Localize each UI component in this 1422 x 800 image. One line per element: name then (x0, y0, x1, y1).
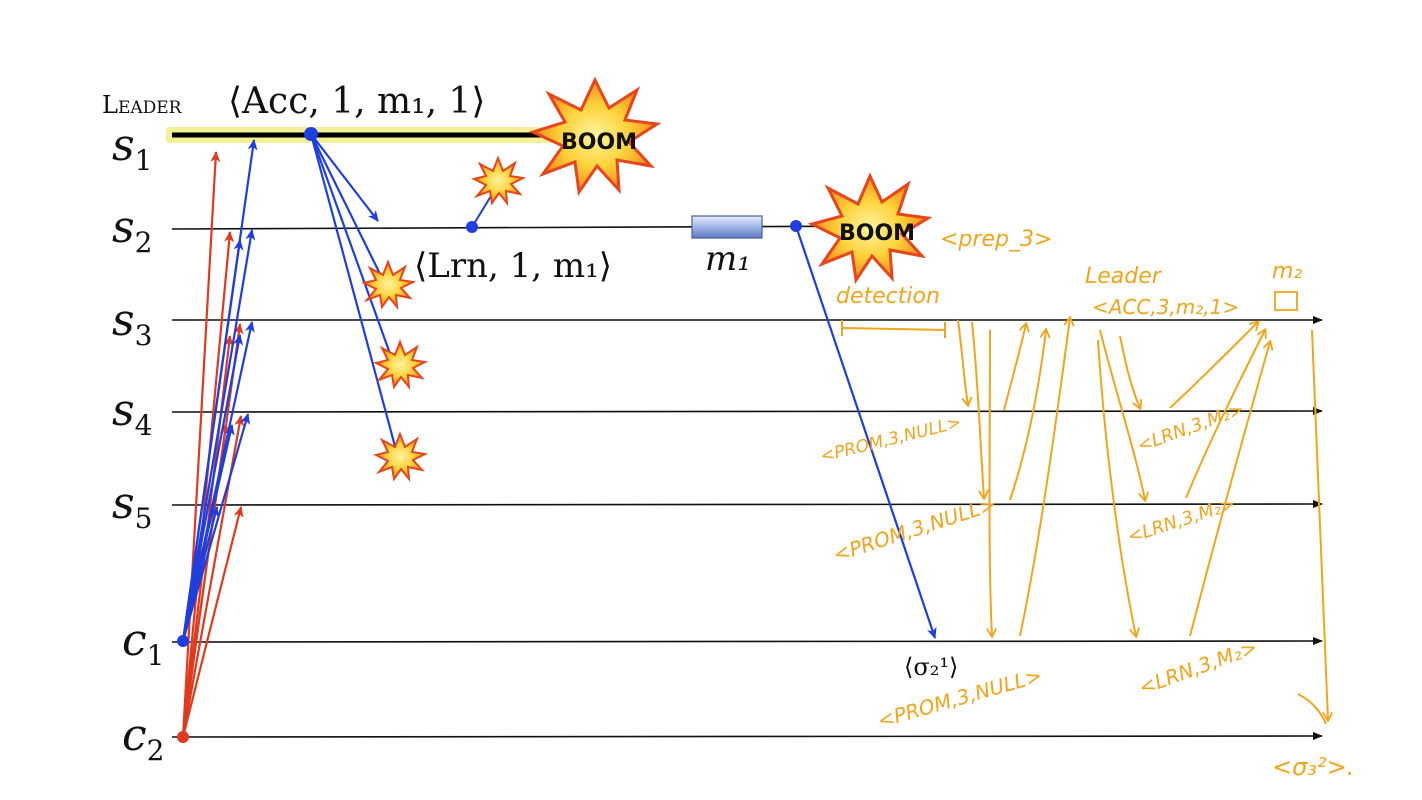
hw-arrow-lrn-s4 (1169, 322, 1258, 409)
label-s5: s5 (112, 478, 152, 535)
timeline-c1 (171, 637, 1323, 646)
boom-text-s2: BOOM (839, 221, 915, 246)
hw-lrn-c1: <LRN,3,M₂> (1136, 635, 1261, 700)
detection-bracket (841, 320, 946, 338)
c1-origin-dot (177, 635, 189, 647)
hw-detection: detection (836, 284, 940, 309)
m1-box (691, 215, 763, 239)
acc-broadcast-arrows (309, 133, 398, 451)
hw-arrow-acc-s5 (1099, 329, 1145, 500)
hw-prom-s5: <PROM,3,NULL> (830, 491, 999, 566)
small-explosion-s3 (361, 259, 417, 311)
timeline-s4 (171, 407, 1323, 416)
acc-message-label: ⟨Acc, 1, m₁, 1⟩ (228, 81, 485, 122)
hw-prom-c1: <PROM,3,NULL> (875, 663, 1045, 733)
red-arrow-c2-s5 (181, 506, 244, 738)
explosion-icon (807, 172, 933, 285)
hw-arrow-prom-c1 (1019, 318, 1070, 637)
label-s2: s2 (112, 202, 152, 259)
hw-arrow-prep-s4 (957, 319, 968, 405)
boom-s2: BOOM (807, 172, 933, 285)
hw-arrow-prom-s4 (1003, 324, 1026, 411)
hw-arrow-lrn-s5 (1185, 330, 1265, 499)
hw-arrow-lrn-c1 (1189, 342, 1270, 637)
hw-arrow-acc-c1 (1097, 339, 1136, 636)
blue-arrow-c1-s4b (181, 424, 235, 642)
small-explosion-lrn (471, 155, 527, 207)
lrn-send-dot (466, 221, 478, 233)
blue-arrow-c1-s2b (181, 239, 244, 642)
acc-arrow-s3 (310, 133, 384, 281)
client-c1-arrows (181, 139, 258, 642)
small-explosion-s4 (373, 339, 429, 391)
leader-send-dot (304, 127, 318, 141)
blue-arrow-c1-s2 (181, 229, 256, 642)
boom-s1: BOOM (528, 76, 662, 197)
blue-arrow-c1-s3b (181, 334, 244, 642)
timelines (166, 127, 1323, 741)
label-s1: s1 (112, 120, 152, 177)
m1-label: m₁ (705, 239, 751, 279)
hw-arrow-prep-s5 (971, 321, 984, 498)
hw-arrow-final-tick (1297, 693, 1327, 725)
small-explosion-s5 (373, 431, 429, 483)
hw-prep: <prep_3> (940, 227, 1052, 252)
hw-arrow-acc-s4 (1119, 335, 1140, 408)
hw-lrn-s4: <LRN,3,M₂> (1135, 399, 1247, 457)
timeline-c2 (171, 732, 1323, 741)
hw-arrow-prom-s5 (1009, 330, 1046, 501)
hw-m2-box (1274, 291, 1298, 311)
hw-arrow-prep-c1 (990, 329, 993, 636)
explosion-icon (373, 339, 429, 391)
lrn-arrow (471, 195, 492, 228)
s2-send-dot (790, 220, 802, 232)
hw-prom-s4: <PROM,3,NULL> (818, 413, 963, 467)
hw-message-strokes (957, 318, 1328, 725)
label-c2: c2 (122, 710, 164, 767)
process-labels: s1 s2 s3 s4 s5 c1 c2 (112, 120, 164, 767)
s2-to-c1-arrow (794, 225, 937, 639)
timeline-s5 (171, 500, 1323, 509)
c2-origin-dot (177, 731, 189, 743)
hw-m2: m₂ (1272, 259, 1302, 284)
label-s4: s4 (112, 385, 152, 442)
sigma-label: ⟨σ₂¹⟩ (904, 653, 958, 681)
red-arrow-c2-s2 (181, 231, 235, 738)
leader-label: Leader (102, 91, 183, 119)
hw-arrow-final-c2 (1311, 329, 1328, 720)
hw-acc: <ACC,3,m₂,1> (1092, 295, 1239, 319)
explosion-icon (471, 155, 527, 207)
hw-sigma: <σ₃²>. (1272, 753, 1354, 781)
lrn-message-label: ⟨Lrn, 1, m₁⟩ (414, 246, 612, 286)
explosion-icon (373, 431, 429, 483)
timeline-s2 (171, 225, 901, 230)
acc-arrow-s5 (309, 133, 398, 451)
blue-arrow-c1-s4 (181, 413, 251, 642)
label-c1: c1 (122, 615, 164, 672)
label-s3: s3 (112, 295, 152, 352)
boom-text-s1: BOOM (561, 130, 637, 155)
hw-leader: Leader (1085, 264, 1163, 289)
acc-arrow-s2 (310, 133, 379, 222)
acc-arrow-s4 (309, 133, 395, 363)
explosion-icon (361, 259, 417, 311)
explosion-icon (528, 76, 662, 197)
